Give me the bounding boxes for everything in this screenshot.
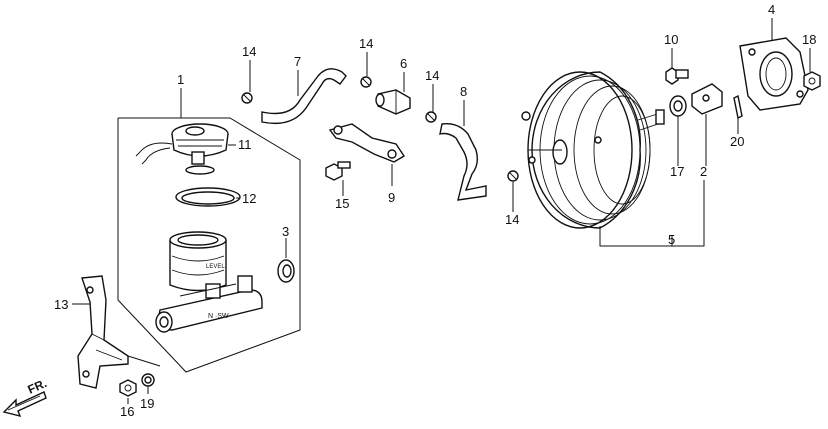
callout-9: 9 — [388, 190, 395, 205]
callout-16: 16 — [120, 404, 134, 419]
clevis-2 — [691, 83, 723, 115]
callout-3: 3 — [282, 224, 289, 239]
callout-19: 19 — [140, 396, 154, 411]
reservoir-cap — [135, 123, 229, 175]
hose-clamp-b — [360, 76, 372, 88]
master-cylinder-body: N ·SW — [155, 275, 263, 333]
cylinder-seal — [277, 259, 295, 283]
gasket-plate — [739, 37, 809, 111]
callout-6: 6 — [400, 56, 407, 71]
callout-8: 8 — [460, 84, 467, 99]
vacuum-pipe-bracket — [328, 123, 405, 163]
callout-14-c: 14 — [425, 68, 439, 83]
nut-16 — [119, 379, 137, 397]
brake-booster — [521, 71, 665, 229]
booster-group-outline — [599, 180, 705, 247]
vacuum-hose-7 — [261, 68, 347, 125]
hose-clamp-d — [507, 170, 519, 182]
nut-18 — [803, 71, 821, 91]
callout-20: 20 — [730, 134, 744, 149]
bolt-15 — [325, 161, 351, 181]
leader-lines — [72, 18, 811, 404]
callout-labels: 1 2 3 4 5 6 7 8 9 10 11 12 13 14 14 14 1… — [54, 2, 816, 419]
callout-14-a: 14 — [242, 44, 256, 59]
reservoir-marking: LEVEL — [206, 264, 225, 270]
callout-11: 11 — [238, 137, 252, 152]
washer-19 — [141, 373, 155, 387]
pin-20 — [733, 94, 743, 120]
callout-13: 13 — [54, 297, 68, 312]
front-direction-arrow: FR. — [2, 376, 49, 418]
check-valve — [375, 89, 411, 115]
reservoir-body: LEVEL — [169, 231, 227, 292]
bolt-10 — [665, 67, 689, 85]
callout-17: 17 — [670, 164, 684, 179]
callout-4: 4 — [768, 2, 775, 17]
callout-12: 12 — [242, 191, 256, 206]
hose-clamp-a — [241, 92, 253, 104]
callout-7: 7 — [294, 54, 301, 69]
callout-10: 10 — [664, 32, 678, 47]
seal-ring — [175, 187, 241, 207]
callout-2: 2 — [700, 164, 707, 179]
callout-14-d: 14 — [505, 212, 519, 227]
callout-18: 18 — [802, 32, 816, 47]
callout-5: 5 — [668, 232, 675, 247]
hose-clamp-c — [425, 111, 437, 123]
vacuum-hose-8 — [439, 123, 487, 201]
callout-14-b: 14 — [359, 36, 373, 51]
master-cylinder-group-outline — [117, 88, 301, 373]
cylinder-marking: N ·SW — [208, 313, 229, 320]
direction-label: FR. — [26, 376, 49, 397]
callout-1: 1 — [177, 72, 184, 87]
callout-15: 15 — [335, 196, 349, 211]
mounting-bracket — [77, 275, 129, 389]
spacer-17 — [669, 95, 687, 117]
